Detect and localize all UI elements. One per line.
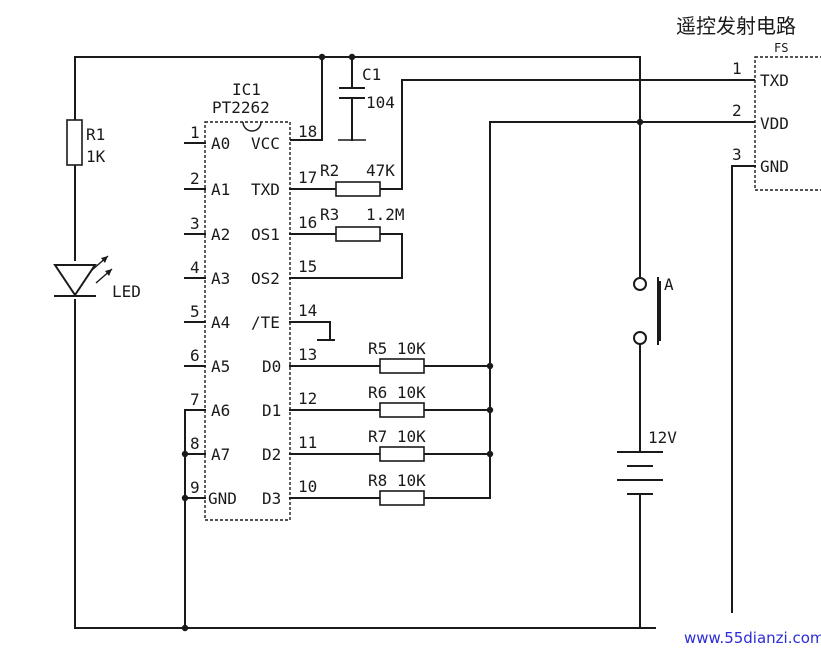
fs-txd-label: TXD: [760, 71, 789, 90]
led-label: LED: [112, 282, 141, 301]
r1-value: 1K: [86, 147, 106, 166]
pin-9-num: 9: [190, 478, 200, 497]
r3-value: 1.2M: [366, 205, 405, 224]
r2-name: R2: [320, 161, 339, 180]
power-rails: [74, 53, 656, 629]
header-partial-text: 遥控发射电路: [676, 14, 796, 38]
pin-a5-label: A5: [211, 357, 230, 376]
txd-line: [289, 79, 756, 190]
fs-pin-3-num: 3: [732, 145, 742, 164]
pin-2-num: 2: [190, 169, 200, 188]
r8-label: R8 10K: [368, 471, 426, 490]
fs-name: FS: [774, 41, 788, 55]
pin-txd-label: TXD: [251, 180, 280, 199]
pin-10-num: 10: [298, 477, 317, 496]
pin-d2-label: D2: [262, 445, 281, 464]
pin-a7-label: A7: [211, 445, 230, 464]
fs-pin-1-num: 1: [732, 59, 742, 78]
os-line: [289, 233, 403, 279]
battery-icon: [617, 451, 663, 629]
pin-a6-label: A6: [211, 401, 230, 420]
resistor-r7: [379, 446, 425, 462]
fs-gnd-label: GND: [760, 157, 789, 176]
pin-te-label: /TE: [251, 313, 280, 332]
fs-module: [731, 56, 821, 613]
capacitor-c1: [339, 87, 365, 99]
fs-pin-2-num: 2: [732, 101, 742, 120]
pin-a1-label: A1: [211, 180, 230, 199]
pin-18-num: 18: [298, 122, 317, 141]
pin-4-num: 4: [190, 258, 200, 277]
switch-a: [633, 121, 661, 451]
pin-a3-label: A3: [211, 269, 230, 288]
resistor-r5: [379, 358, 425, 374]
resistor-r6: [379, 402, 425, 418]
resistor-r1: [66, 119, 83, 166]
ic1-left-pins: [181, 142, 206, 632]
battery-label: 12V: [648, 428, 677, 447]
r2-value: 47K: [366, 161, 395, 180]
pin-d0-label: D0: [262, 357, 281, 376]
te-ground: [289, 321, 335, 341]
data-lines: [289, 118, 756, 499]
pin-13-num: 13: [298, 345, 317, 364]
pin-17-num: 17: [298, 168, 317, 187]
resistor-r3: [335, 226, 381, 242]
pin-vcc-label: VCC: [251, 134, 280, 153]
pin-gnd-label: GND: [208, 489, 237, 508]
pin-d3-label: D3: [262, 489, 281, 508]
pin-7-num: 7: [190, 390, 200, 409]
pin-14-num: 14: [298, 301, 317, 320]
pin-a2-label: A2: [211, 225, 230, 244]
r5-label: R5 10K: [368, 339, 426, 358]
watermark-text: www.55dianzi.com: [684, 629, 821, 647]
r6-label: R6 10K: [368, 383, 426, 402]
ic1-name: IC1: [232, 80, 261, 99]
r7-label: R7 10K: [368, 427, 426, 446]
pin-1-num: 1: [190, 123, 200, 142]
pin-d1-label: D1: [262, 401, 281, 420]
pin-11-num: 11: [298, 433, 317, 452]
pin-6-num: 6: [190, 346, 200, 365]
pin-8-num: 8: [190, 434, 200, 453]
ic1-chip: [204, 121, 291, 521]
resistor-r2: [335, 181, 381, 197]
pin-15-num: 15: [298, 257, 317, 276]
pin-os2-label: OS2: [251, 269, 280, 288]
pin-a4-label: A4: [211, 313, 230, 332]
ic1-part: PT2262: [212, 98, 270, 117]
r1-name: R1: [86, 125, 105, 144]
fs-vdd-label: VDD: [760, 114, 789, 133]
led-icon: [53, 255, 113, 297]
pin-a0-label: A0: [211, 134, 230, 153]
pin-16-num: 16: [298, 213, 317, 232]
resistor-r8: [379, 490, 425, 506]
pin-3-num: 3: [190, 214, 200, 233]
c1-value: 104: [366, 93, 395, 112]
pin-os1-label: OS1: [251, 225, 280, 244]
pin-5-num: 5: [190, 302, 200, 321]
r3-name: R3: [320, 205, 339, 224]
switch-label: A: [664, 275, 674, 294]
pin-12-num: 12: [298, 389, 317, 408]
c1-name: C1: [362, 65, 381, 84]
